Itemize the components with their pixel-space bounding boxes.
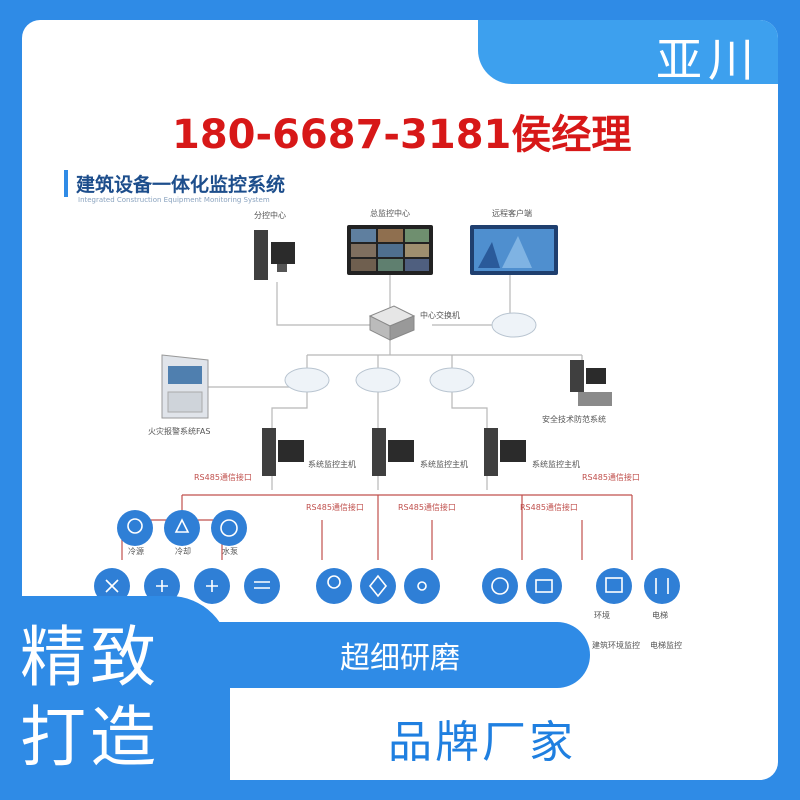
brand-slogan: 品牌厂家 (388, 717, 576, 768)
brand-tab (478, 20, 778, 84)
main-monitor-screen (347, 225, 433, 275)
ribbon-text: 精致打造 (20, 619, 160, 776)
phone-contact: 180-6687-3181侯经理 (172, 112, 632, 158)
security-workstation (570, 360, 612, 406)
host-label-1: 系统监控主机 (308, 459, 356, 469)
fire-alarm-label: 火灾报警系统FAS (148, 426, 210, 436)
icon-label-elevator: 电梯 (652, 610, 668, 620)
main-center-label: 总监控中心 (370, 208, 410, 218)
rs485-label-5: RS485通信接口 (582, 472, 640, 482)
fire-alarm-panel (161, 354, 209, 419)
core-switch (368, 305, 416, 341)
core-switch-label: 中心交换机 (420, 310, 460, 320)
remote-client-screen (470, 225, 558, 275)
brand-name: 亚川 (656, 33, 760, 87)
network-clouds (284, 312, 537, 393)
monitoring-host-1 (262, 428, 304, 476)
icon-label-1: 冷源 (128, 546, 144, 556)
security-label: 安全技术防范系统 (542, 414, 606, 424)
rs485-label-3: RS485通信接口 (398, 502, 456, 512)
icon-label-env: 环境 (594, 610, 610, 620)
env-monitor-label: 建筑环境监控 (592, 640, 640, 650)
diagram-subtitle: Integrated Construction Equipment Monito… (78, 196, 270, 204)
rs485-label-1: RS485通信接口 (194, 472, 252, 482)
rs485-label-4: RS485通信接口 (520, 502, 578, 512)
system-diagram: 分控中心 总监控中心 远程客户端 中心交换 (94, 208, 682, 650)
sub-center-workstation (254, 230, 295, 280)
diagram-title: 建筑设备一体化监控系统 (64, 170, 285, 197)
device-icons (94, 510, 680, 604)
monitoring-host-2 (372, 428, 414, 476)
feature-pill: 超细研磨 (210, 622, 590, 688)
device-icon-glyphs (105, 518, 669, 598)
elevator-monitor-label: 电梯监控 (650, 640, 682, 650)
rs485-label-2: RS485通信接口 (306, 502, 364, 512)
promo-ribbon (0, 596, 230, 800)
host-label-2: 系统监控主机 (420, 459, 468, 469)
icon-label-2: 冷却 (175, 546, 191, 556)
remote-client-label: 远程客户端 (492, 208, 532, 218)
icon-label-3: 水泵 (222, 546, 238, 556)
host-label-3: 系统监控主机 (532, 459, 580, 469)
monitoring-host-3 (484, 428, 526, 476)
connection-lines (207, 270, 583, 490)
sub-center-label: 分控中心 (254, 210, 286, 220)
